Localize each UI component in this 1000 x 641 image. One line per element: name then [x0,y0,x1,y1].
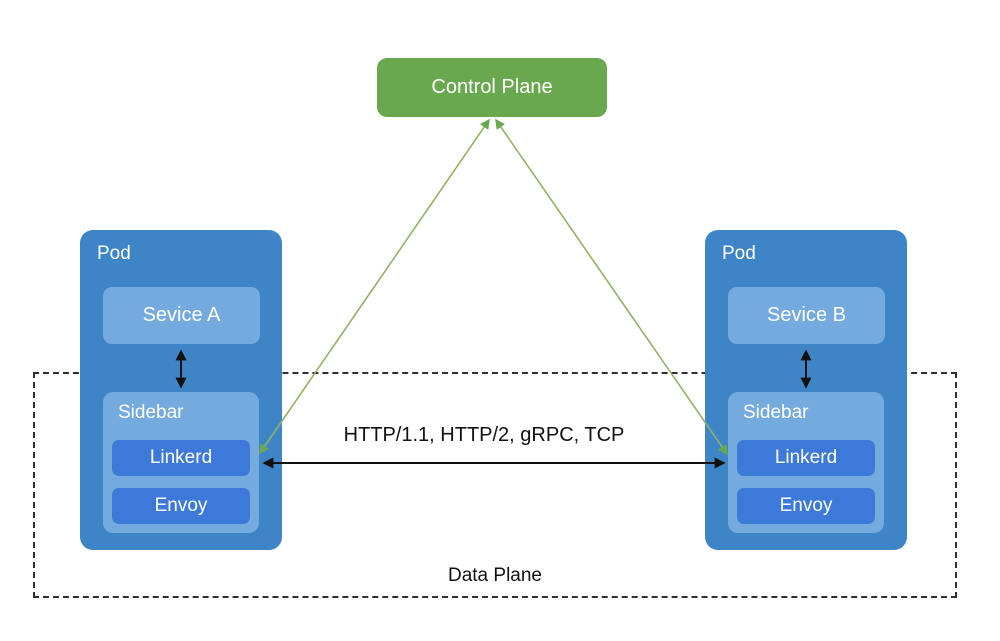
linkerd-left-box: Linkerd [112,440,250,476]
service-b-label: Sevice B [767,304,846,326]
envoy-left-label: Envoy [154,495,208,516]
sidecar-right-label: Sidebar [743,402,809,423]
envoy-left-box: Envoy [112,488,250,524]
mesh-link-label: HTTP/1.1, HTTP/2, gRPC, TCP [343,424,625,446]
data-plane-label: Data Plane [447,565,542,586]
service-b-box: Sevice B [728,287,885,344]
sidecar-left-label: Sidebar [118,402,184,423]
linkerd-right-label: Linkerd [774,447,838,468]
pod-left-label: Pod [97,243,131,264]
pod-right: Pod Sevice B Sidebar Linkerd Envoy [705,230,907,550]
sidecar-left-box: Sidebar Linkerd Envoy [103,392,259,533]
sidecar-right-box: Sidebar Linkerd Envoy [728,392,884,533]
data-plane-region [33,372,957,598]
linkerd-right-box: Linkerd [737,440,875,476]
envoy-right-box: Envoy [737,488,875,524]
service-a-box: Sevice A [103,287,260,344]
control-plane-label: Control Plane [431,76,553,98]
linkerd-left-label: Linkerd [149,447,213,468]
service-a-label: Sevice A [142,304,221,326]
pod-left: Pod Sevice A Sidebar Linkerd Envoy [80,230,282,550]
control-plane-box: Control Plane [377,58,607,117]
pod-right-label: Pod [722,243,756,264]
envoy-right-label: Envoy [779,495,833,516]
